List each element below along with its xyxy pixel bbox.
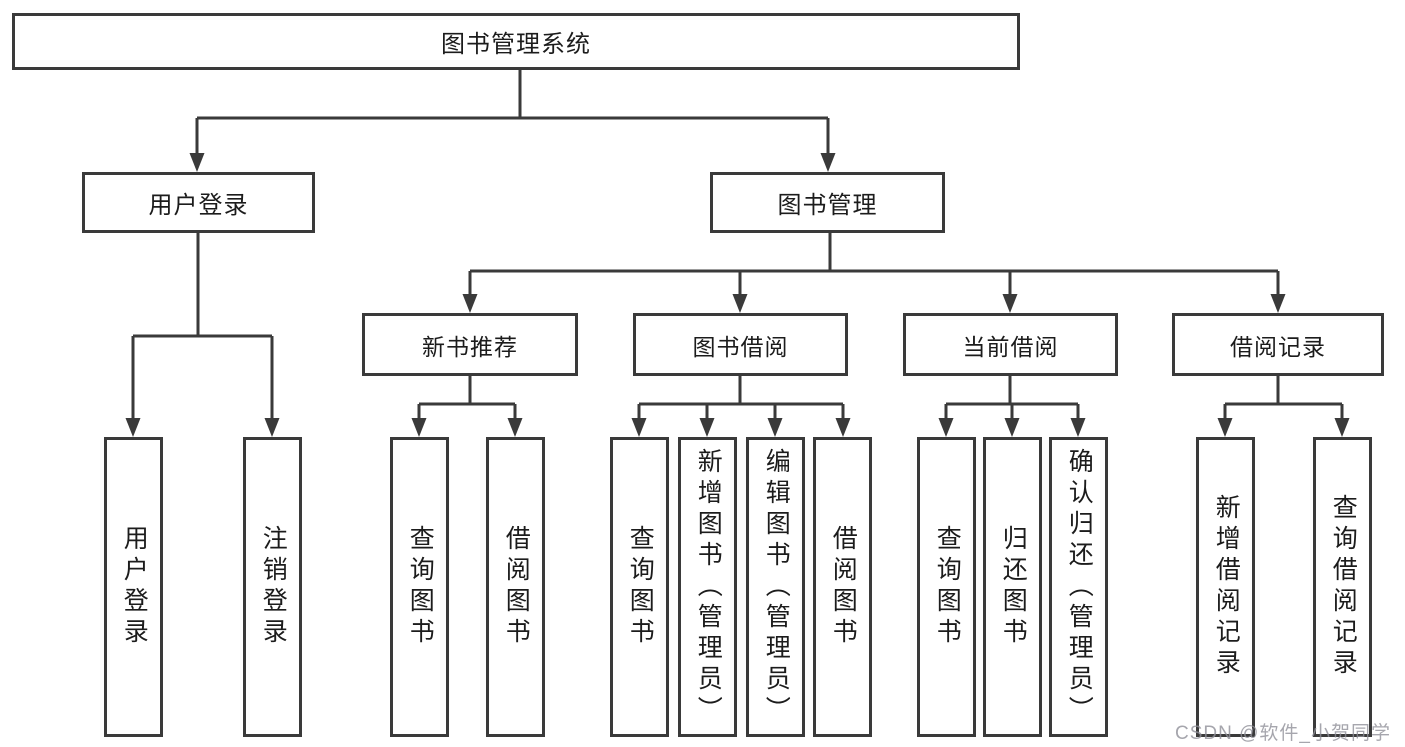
leaf-borrow-add-books-admin: 新增图书（管理员） <box>678 437 737 737</box>
node-book-borrow: 图书借阅 <box>633 313 848 376</box>
leaf-borrow-borrow-books-label: 借阅图书 <box>829 525 858 649</box>
leaf-logout: 注销登录 <box>243 437 302 737</box>
node-user-login-label: 用户登录 <box>148 192 249 219</box>
connector-userlogin-to-leaves <box>131 233 274 422</box>
leaf-records-query-record: 查询借阅记录 <box>1313 437 1372 737</box>
node-book-management: 图书管理 <box>710 172 945 233</box>
leaf-current-query-books: 查询图书 <box>917 437 976 737</box>
leaf-recommend-query-books-label: 查询图书 <box>406 525 435 649</box>
node-borrow-records: 借阅记录 <box>1172 313 1384 376</box>
node-current-borrow-label: 当前借阅 <box>962 333 1059 360</box>
leaf-logout-label: 注销登录 <box>259 525 288 649</box>
node-user-login: 用户登录 <box>82 172 315 233</box>
node-book-management-label: 图书管理 <box>777 192 878 219</box>
leaf-borrow-edit-books-admin: 编辑图书（管理员） <box>746 437 805 737</box>
node-new-book-recommend: 新书推荐 <box>362 313 578 376</box>
connector-root-to-level1 <box>195 69 830 158</box>
connector-current-to-leaves <box>944 376 1080 422</box>
leaf-records-add-record: 新增借阅记录 <box>1196 437 1255 737</box>
leaf-records-add-record-label: 新增借阅记录 <box>1212 494 1241 680</box>
leaf-user-login-label: 用户登录 <box>120 525 149 649</box>
leaf-current-query-books-label: 查询图书 <box>933 525 962 649</box>
node-current-borrow: 当前借阅 <box>903 313 1118 376</box>
node-borrow-records-label: 借阅记录 <box>1230 333 1326 360</box>
leaf-current-return-books-label: 归还图书 <box>999 525 1028 649</box>
leaf-recommend-borrow-books-label: 借阅图书 <box>502 525 531 649</box>
node-root: 图书管理系统 <box>12 13 1020 70</box>
leaf-recommend-query-books: 查询图书 <box>390 437 449 737</box>
leaf-borrow-edit-books-admin-label: 编辑图书（管理员） <box>762 447 791 727</box>
leaf-records-query-record-label: 查询借阅记录 <box>1329 494 1358 680</box>
connector-recommend-to-leaves <box>417 376 517 422</box>
leaf-borrow-query-books: 查询图书 <box>610 437 669 737</box>
connector-bookmgmt-to-level2 <box>468 233 1280 298</box>
leaf-borrow-add-books-admin-label: 新增图书（管理员） <box>694 447 723 727</box>
leaf-recommend-borrow-books: 借阅图书 <box>486 437 545 737</box>
leaf-borrow-query-books-label: 查询图书 <box>626 525 655 649</box>
connector-borrow-to-leaves <box>637 376 845 422</box>
arrowheads <box>125 153 1350 437</box>
leaf-user-login: 用户登录 <box>104 437 163 737</box>
node-new-book-recommend-label: 新书推荐 <box>422 333 518 360</box>
leaf-current-confirm-return-admin: 确认归还（管理员） <box>1049 437 1108 737</box>
leaf-current-return-books: 归还图书 <box>983 437 1042 737</box>
node-book-borrow-label: 图书借阅 <box>692 333 789 360</box>
node-root-label: 图书管理系统 <box>441 31 591 58</box>
connector-records-to-leaves <box>1223 376 1344 422</box>
leaf-current-confirm-return-admin-label: 确认归还（管理员） <box>1065 447 1094 727</box>
leaf-borrow-borrow-books: 借阅图书 <box>813 437 872 737</box>
